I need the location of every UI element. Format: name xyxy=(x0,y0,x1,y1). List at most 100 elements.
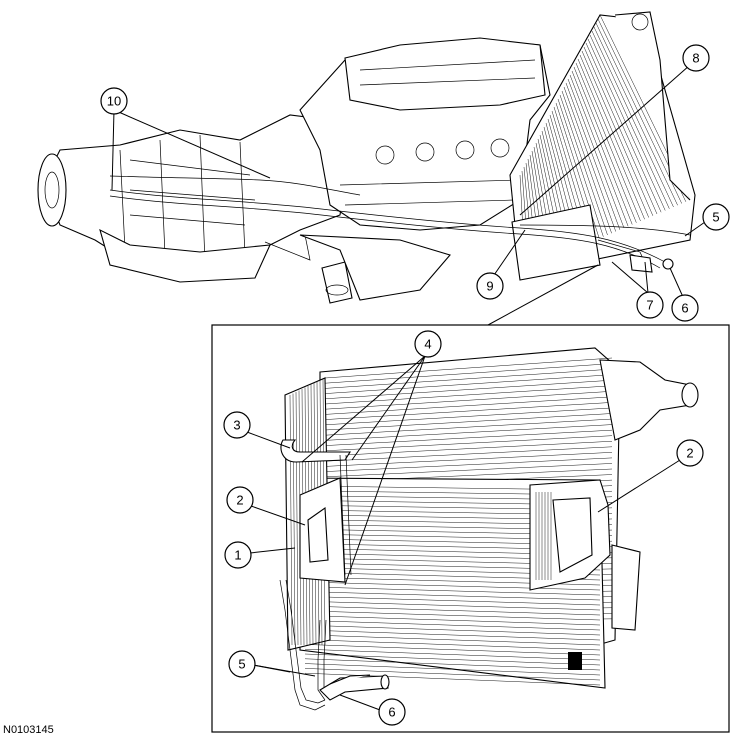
fin-line xyxy=(304,615,601,626)
condenser-core xyxy=(299,477,606,689)
fin-line xyxy=(324,441,613,457)
fin-line xyxy=(563,86,616,232)
callout-5-top-label: 5 xyxy=(712,210,719,225)
callout-8: 8 xyxy=(519,44,710,216)
fin-line xyxy=(593,26,678,206)
fin-line xyxy=(324,418,613,436)
fin-line xyxy=(567,78,625,229)
fin-line xyxy=(324,435,613,452)
fin-line xyxy=(295,391,299,646)
fin-line xyxy=(324,413,613,431)
fin-line xyxy=(304,586,601,596)
fin-line xyxy=(304,629,601,641)
fin-line xyxy=(577,58,645,220)
fin-line xyxy=(589,34,670,209)
fin-line xyxy=(557,98,604,237)
callout-10-label: 10 xyxy=(107,94,121,109)
fin-line xyxy=(561,90,612,234)
callout-4-label: 4 xyxy=(424,337,431,352)
cooler-tubes xyxy=(279,439,390,711)
fin-line xyxy=(292,393,296,646)
callout-7-label: 7 xyxy=(646,298,653,313)
callout-2-right: 2 xyxy=(597,439,704,513)
callout-3-label: 3 xyxy=(233,418,240,433)
fin-line xyxy=(573,66,637,223)
callout-10: 10 xyxy=(100,87,271,191)
fin-line xyxy=(304,624,601,636)
callout-4: 4 xyxy=(301,330,442,586)
fin-line xyxy=(304,591,601,601)
fin-line xyxy=(324,368,613,389)
fin-line xyxy=(304,581,601,591)
fin-line xyxy=(575,62,641,222)
callout-5-top: 5 xyxy=(684,203,730,237)
fin-line xyxy=(595,22,682,204)
fin-line xyxy=(304,648,601,661)
callout-6-inset: 6 xyxy=(339,694,406,726)
fin-line xyxy=(324,452,613,467)
callout-9: 9 xyxy=(476,229,526,300)
fin-line xyxy=(324,407,613,426)
fin-line xyxy=(581,50,654,216)
fin-line xyxy=(304,663,601,676)
engine-block xyxy=(299,37,551,304)
fin-line xyxy=(324,402,613,420)
detail-inset xyxy=(211,324,730,733)
fin-line xyxy=(565,82,621,230)
callout-1-label: 1 xyxy=(234,548,241,563)
fin-line xyxy=(304,596,601,606)
fin-line xyxy=(304,620,601,631)
fin-line xyxy=(579,54,649,218)
fin-line xyxy=(324,391,613,410)
callout-5-inset-label: 5 xyxy=(238,657,245,672)
radiator-top xyxy=(509,11,696,281)
fin-line xyxy=(559,94,608,236)
fin-line xyxy=(585,42,662,213)
transmission-housing xyxy=(37,114,351,283)
fin-line xyxy=(324,379,613,400)
fin-line xyxy=(304,672,601,686)
fin-line xyxy=(304,639,601,651)
callout-7: 7 xyxy=(611,261,664,319)
fin-line xyxy=(324,396,613,415)
fin-line xyxy=(324,463,613,478)
callout-3: 3 xyxy=(223,411,291,449)
fin-line xyxy=(304,610,601,621)
callout-2-left: 2 xyxy=(226,486,306,526)
fin-line xyxy=(324,363,613,384)
fin-line xyxy=(324,457,613,472)
callout-1: 1 xyxy=(224,541,296,569)
fin-line xyxy=(304,658,601,671)
fin-line xyxy=(304,600,601,611)
fin-line xyxy=(571,70,633,225)
fin-line xyxy=(324,424,613,441)
fin-line xyxy=(324,357,613,379)
callout-2-right-label: 2 xyxy=(686,446,693,461)
fin-line xyxy=(324,429,613,446)
fin-line xyxy=(587,38,666,211)
callout-6-top-label: 6 xyxy=(681,301,688,316)
callout-6-inset-label: 6 xyxy=(388,705,395,720)
fin-line xyxy=(304,644,601,656)
fin-line xyxy=(304,653,601,666)
fin-line xyxy=(324,374,613,394)
fin-line xyxy=(569,74,629,227)
callout-6-top: 6 xyxy=(669,267,699,322)
callout-2-left-label: 2 xyxy=(236,493,243,508)
fin-line xyxy=(324,446,613,462)
callout-5-inset: 5 xyxy=(228,650,316,678)
callout-8-label: 8 xyxy=(692,51,699,66)
bracket-right xyxy=(529,479,611,591)
fin-line xyxy=(304,668,601,681)
fin-line xyxy=(591,30,674,208)
inset-leader xyxy=(487,264,599,326)
fin-line xyxy=(304,634,601,646)
cooler-lines-top xyxy=(109,175,691,273)
bracket-left xyxy=(299,477,346,583)
engine-transmission-assembly xyxy=(37,11,696,304)
fin-line xyxy=(304,605,601,616)
figure-id: N0103145 xyxy=(3,724,54,736)
fin-line xyxy=(583,46,658,215)
callout-9-label: 9 xyxy=(486,279,493,294)
